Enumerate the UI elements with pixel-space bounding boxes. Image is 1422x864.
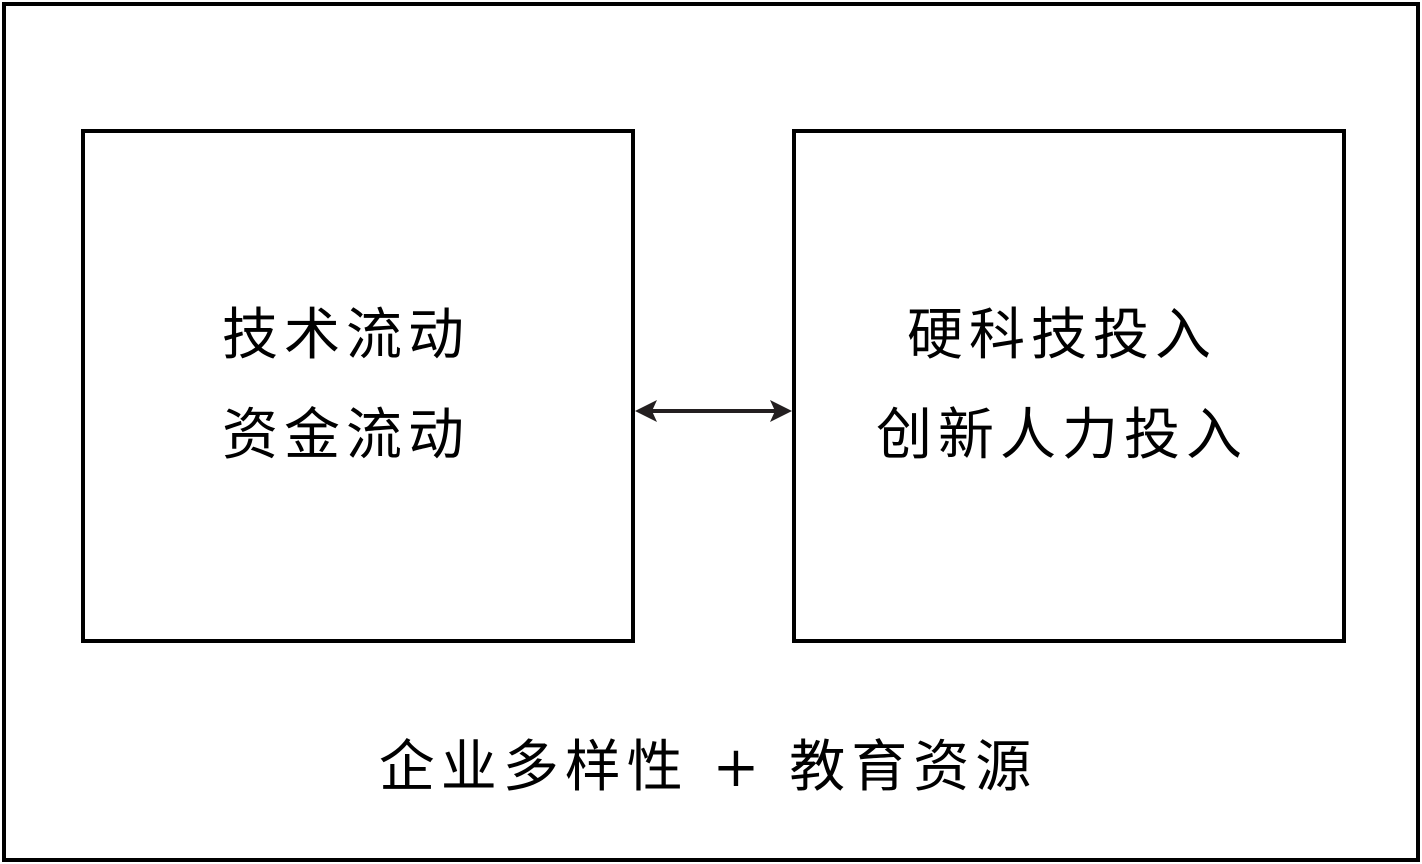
left-box: 技术流动 资金流动 — [81, 129, 635, 643]
arrow-head-left — [635, 400, 657, 422]
bidirectional-arrow-icon — [635, 400, 792, 422]
arrow-head-right — [770, 400, 792, 422]
right-box-line-2: 创新人力投入 — [876, 403, 1248, 468]
left-box-line-1: 技术流动 — [222, 303, 470, 368]
right-box: 硬科技投入 创新人力投入 — [792, 129, 1346, 643]
right-box-line-1: 硬科技投入 — [907, 303, 1217, 368]
diagram-caption: 企业多样性 + 教育资源 — [378, 735, 1038, 800]
left-box-line-2: 资金流动 — [222, 403, 470, 468]
